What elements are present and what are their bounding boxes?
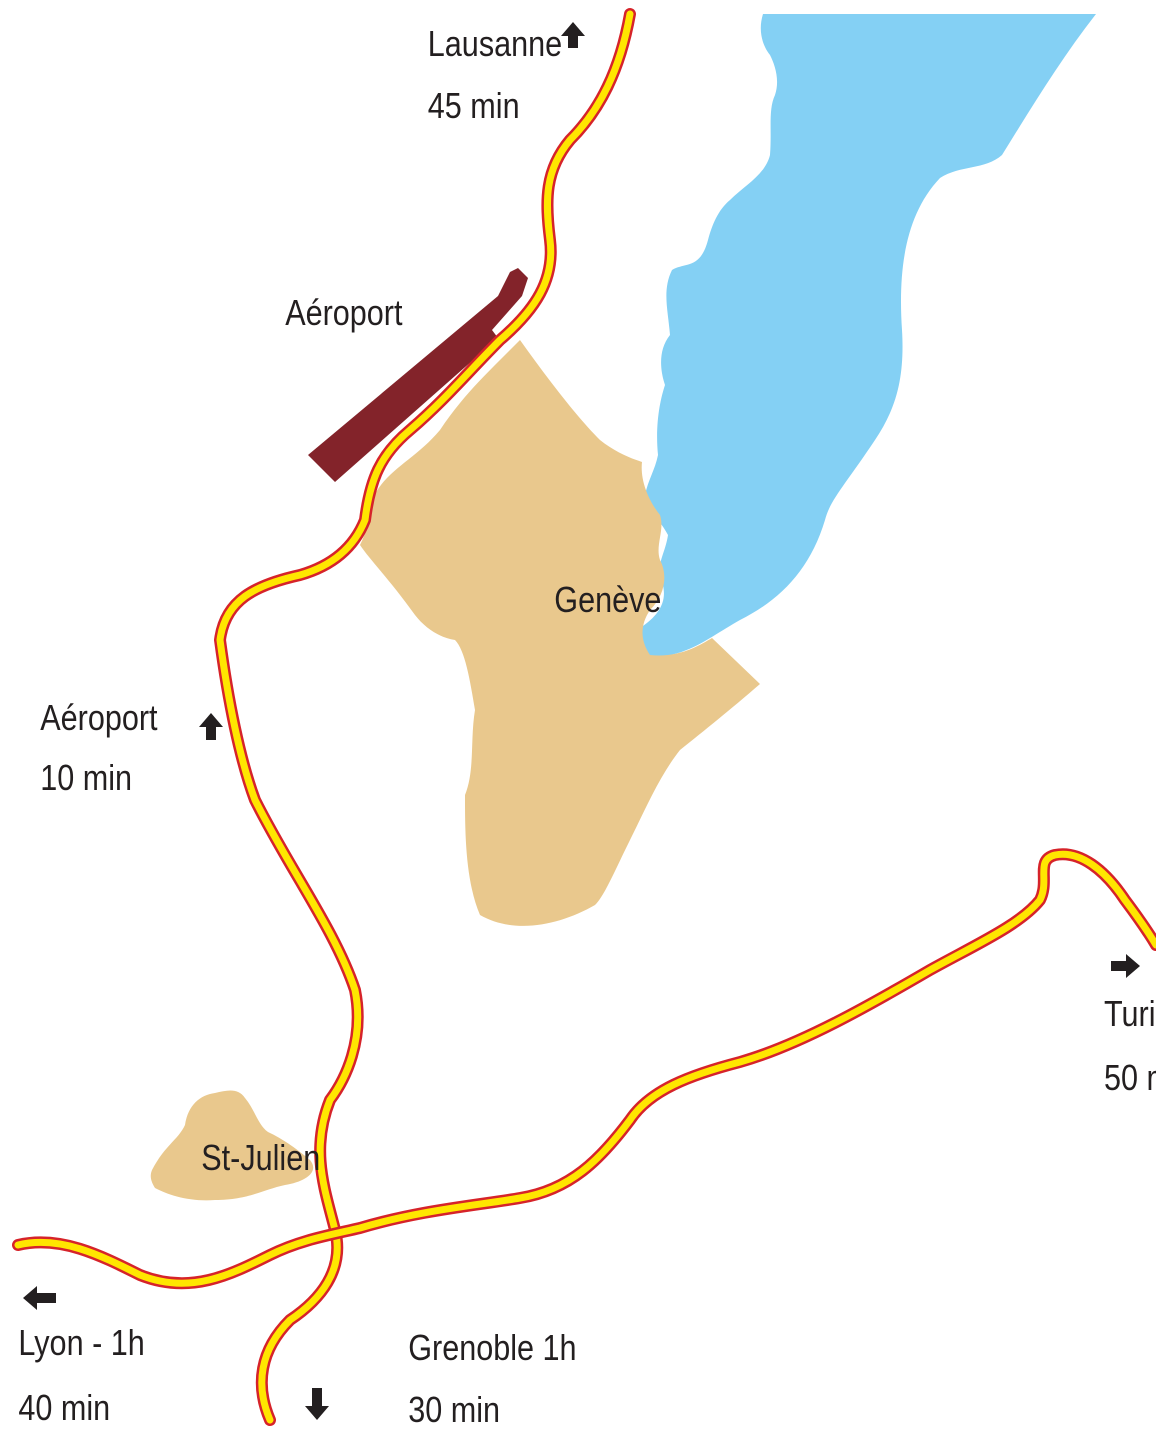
turin-label: Turin - 2h bbox=[1104, 995, 1156, 1035]
aeroport-destination-label: Aéroport bbox=[40, 699, 158, 739]
airport-runway bbox=[308, 268, 528, 482]
arrow-left-icon bbox=[23, 1286, 56, 1310]
geneva-urban-area bbox=[360, 340, 760, 926]
road-north-south-fill bbox=[216, 10, 634, 1424]
lake-geneva bbox=[635, 14, 1096, 658]
arrow-down-icon bbox=[305, 1388, 329, 1420]
lyon-time: 40 min bbox=[18, 1389, 110, 1429]
lausanne-label: Lausanne bbox=[428, 25, 562, 65]
aeroport-destination-time: 10 min bbox=[40, 759, 132, 799]
grenoble-time: 30 min bbox=[408, 1391, 500, 1430]
grenoble-label: Grenoble 1h bbox=[408, 1329, 576, 1369]
arrow-up-icon bbox=[199, 713, 223, 740]
st-julien-label: St-Julien bbox=[201, 1139, 320, 1179]
arrow-up-icon bbox=[561, 22, 585, 48]
turin-time: 50 min bbox=[1104, 1059, 1156, 1099]
road-east-west-fill bbox=[14, 850, 1156, 1287]
arrow-right-icon bbox=[1111, 954, 1140, 978]
road-network bbox=[12, 8, 1156, 1426]
road-east-west bbox=[12, 848, 1156, 1290]
st-julien-area bbox=[150, 1090, 314, 1201]
lausanne-time: 45 min bbox=[428, 87, 520, 127]
geneve-label: Genève bbox=[554, 581, 661, 621]
airport-label: Aéroport bbox=[285, 294, 403, 334]
lyon-label: Lyon - 1h bbox=[18, 1324, 144, 1364]
